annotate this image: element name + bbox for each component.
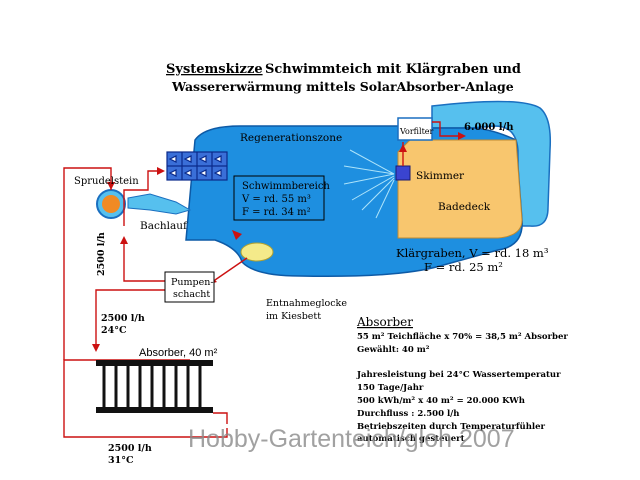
absorber-info-line2: Gewählt: 40 m² (357, 344, 430, 355)
schwimmbereich-title: Schwimmbereich (242, 181, 330, 192)
schwimmbereich-area: F = rd. 34 m² (242, 207, 311, 218)
absorber-info-line6: Durchfluss : 2.500 l/h (357, 409, 459, 419)
bachlauf-stream (127, 193, 192, 215)
absorber-info-heading: Absorber (356, 315, 413, 329)
vorfilter-label: Vorfilter (399, 127, 434, 136)
absorber-info-line7: Betriebszeiten durch Temperaturfühler (357, 421, 546, 432)
entnahme-label-1: Entnahmeglocke (266, 298, 347, 309)
badedeck-label: Badedeck (438, 201, 491, 213)
diagram-title: Systemskizze Schwimmteich mit Klärgraben… (166, 62, 521, 94)
absorber-info-line8: automatisch gesteuert (357, 434, 465, 444)
flow-2500-vertical-label: 2500 l/h (96, 232, 107, 276)
regeneration-zone-label: Regenerationszone (240, 132, 342, 144)
watermark: Hobby-Gartenteich/gloh 2007 (188, 425, 515, 453)
flow-2500-24-label-a: 2500 l/h (101, 313, 145, 324)
absorber-panel-label: Absorber, 40 m² (139, 347, 218, 359)
absorber-panel (96, 360, 213, 413)
flow-2500-31-label-b: 31°C (108, 455, 134, 466)
skimmer-label: Skimmer (416, 170, 465, 182)
absorber-info-line5: 500 kWh/m² x 40 m² = 20.000 KWh (357, 396, 525, 406)
flow-lines (343, 149, 395, 219)
absorber-info-line1: 55 m² Teichfläche x 70% = 38,5 m² Absorb… (357, 331, 568, 342)
schwimmbereich-box (233, 175, 325, 221)
skimmer-box (395, 165, 411, 181)
title-highlight: Systemskizze (166, 62, 263, 77)
flow-2500-24-label-b: 24°C (101, 325, 127, 336)
pumpenschacht-label-2: schacht (173, 289, 210, 300)
bachlauf-label: Bachlauf (140, 220, 188, 232)
sprudelstein (96, 189, 126, 219)
absorber-info-line3: Jahresleistung bei 24°C Wassertemperatur (356, 370, 561, 380)
absorber-info: Absorber 55 m² Teichfläche x 70% = 38,5 … (356, 315, 568, 444)
schwimmbereich-volume: V = rd. 55 m³ (241, 194, 311, 205)
pumpenschacht-box (164, 271, 215, 303)
title-line2: Wassererwärmung mittels SolarAbsorber-An… (171, 79, 514, 94)
vorfilter-box (397, 117, 433, 141)
pumpenschacht-label-1: Pumpen- (171, 277, 214, 288)
klaergraben-label: Klärgraben, V = rd. 18 m³ (396, 246, 549, 260)
absorber-info-line4: 150 Tage/Jahr (357, 383, 424, 393)
flow-2500-31-label-a: 2500 l/h (108, 443, 152, 454)
pipes (63, 121, 458, 438)
inflow-grid (166, 151, 228, 181)
entnahme-label-2: im Kiesbett (266, 311, 321, 322)
klaergraben-area-label: F = rd. 25 m² (424, 260, 503, 274)
badedeck-area (397, 139, 523, 239)
title-line1: Schwimmteich mit Klärgraben und (265, 62, 521, 77)
flow-6000-label: 6.000 l/h (464, 122, 514, 133)
entnahmeglocke (240, 242, 274, 262)
sprudelstein-label: Sprudelstein (74, 176, 139, 187)
